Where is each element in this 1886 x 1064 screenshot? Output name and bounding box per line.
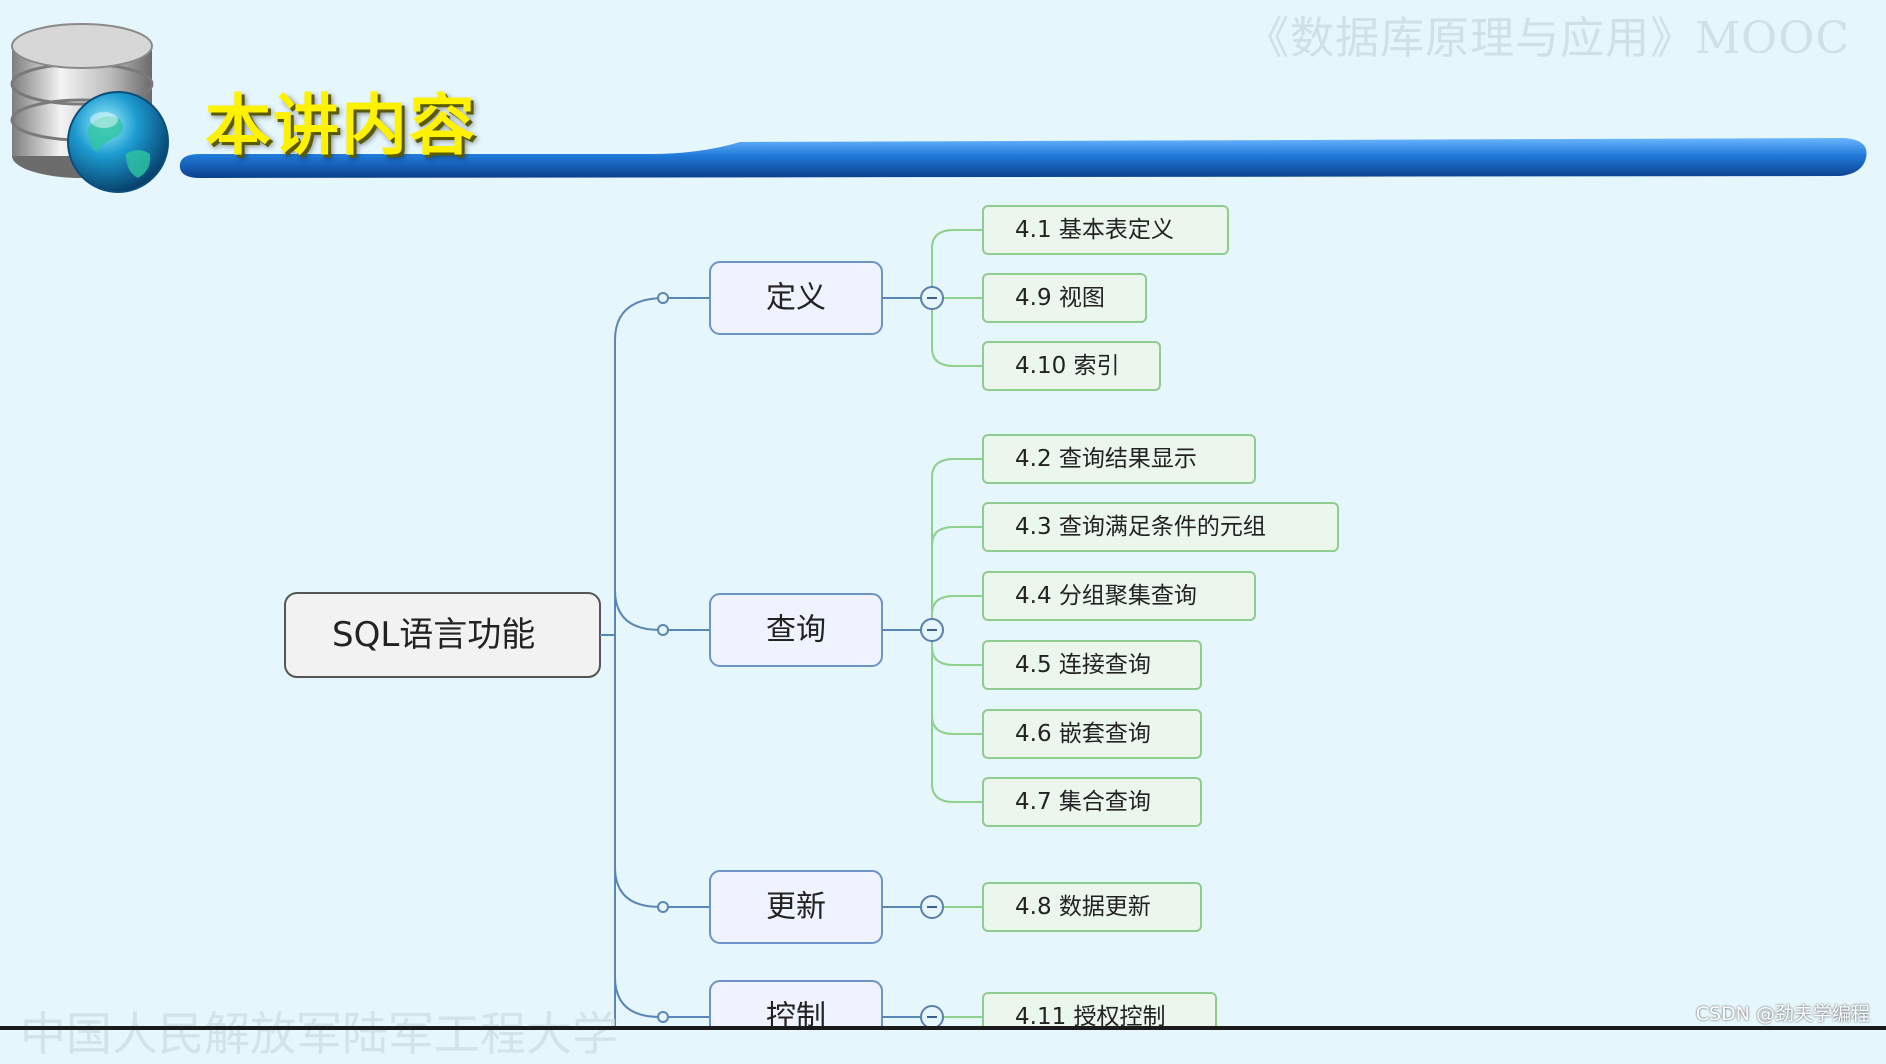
branch-connector	[614, 976, 710, 1018]
leaf-node	[982, 882, 1202, 932]
connector-dot-icon	[657, 292, 669, 304]
database-globe-icon	[10, 23, 169, 193]
leaf-node	[982, 571, 1256, 621]
leaf-label: 4.10 索引	[1015, 353, 1120, 379]
connector-dot-icon	[657, 1011, 669, 1023]
leaf-label: 4.3 查询满足条件的元组	[1015, 514, 1266, 540]
connector-dot-icon	[657, 624, 669, 636]
collapse-icon	[920, 618, 944, 642]
leaf-node	[982, 205, 1229, 255]
leaf-label: 4.5 连接查询	[1015, 652, 1151, 678]
header-banner	[179, 138, 1867, 178]
leaf-node	[982, 273, 1147, 323]
leaf-connector	[931, 641, 983, 803]
leaf-label: 4.9 视图	[1015, 285, 1105, 311]
leaf-connector	[931, 595, 983, 619]
collapse-icon	[920, 286, 944, 310]
leaf-connector	[931, 309, 983, 367]
collapse-icon	[920, 895, 944, 919]
leaf-connector	[931, 458, 983, 619]
leaf-connector	[931, 641, 983, 666]
branch-connector	[614, 866, 710, 908]
university-footer: 中国人民解放军陆军工程大学	[20, 1007, 618, 1061]
header-decoration	[10, 23, 1867, 193]
collapse-icon	[920, 1005, 944, 1029]
leaf-connector	[931, 526, 983, 619]
connector-dot-icon	[657, 901, 669, 913]
bottom-bar	[0, 1026, 1886, 1030]
leaf-label: 4.2 查询结果显示	[1015, 446, 1197, 472]
leaf-label: 4.8 数据更新	[1015, 894, 1151, 920]
course-watermark: 《数据库原理与应用》MOOC	[1245, 13, 1850, 64]
branch-label: 更新	[766, 890, 826, 925]
leaf-node	[982, 341, 1161, 391]
branch-connector	[614, 589, 710, 631]
branch-label: 控制	[766, 1000, 826, 1031]
leaf-node	[982, 992, 1217, 1030]
root-label: SQL语言功能	[332, 615, 535, 655]
leaf-label: 4.4 分组聚集查询	[1015, 583, 1197, 609]
leaf-node	[982, 709, 1202, 759]
leaf-label: 4.6 嵌套查询	[1015, 721, 1151, 747]
leaf-connector	[931, 641, 983, 735]
leaf-label: 4.7 集合查询	[1015, 789, 1151, 815]
leaf-label: 4.1 基本表定义	[1015, 217, 1174, 243]
csdn-credit: CSDN @劲夫学编程	[1695, 1003, 1870, 1025]
leaf-node	[982, 640, 1202, 690]
leaf-node	[982, 434, 1256, 484]
branch-label: 定义	[766, 281, 826, 316]
trunk-line	[614, 297, 666, 1030]
leaf-node	[982, 502, 1339, 552]
leaf-node	[982, 777, 1202, 827]
branch-label: 查询	[766, 613, 826, 648]
slide-title: 本讲内容	[205, 87, 477, 164]
leaf-connector	[931, 229, 983, 287]
slide: 《数据库原理与应用》MOOC	[0, 13, 1886, 1061]
leaf-label: 4.11 授权控制	[1015, 1004, 1166, 1030]
